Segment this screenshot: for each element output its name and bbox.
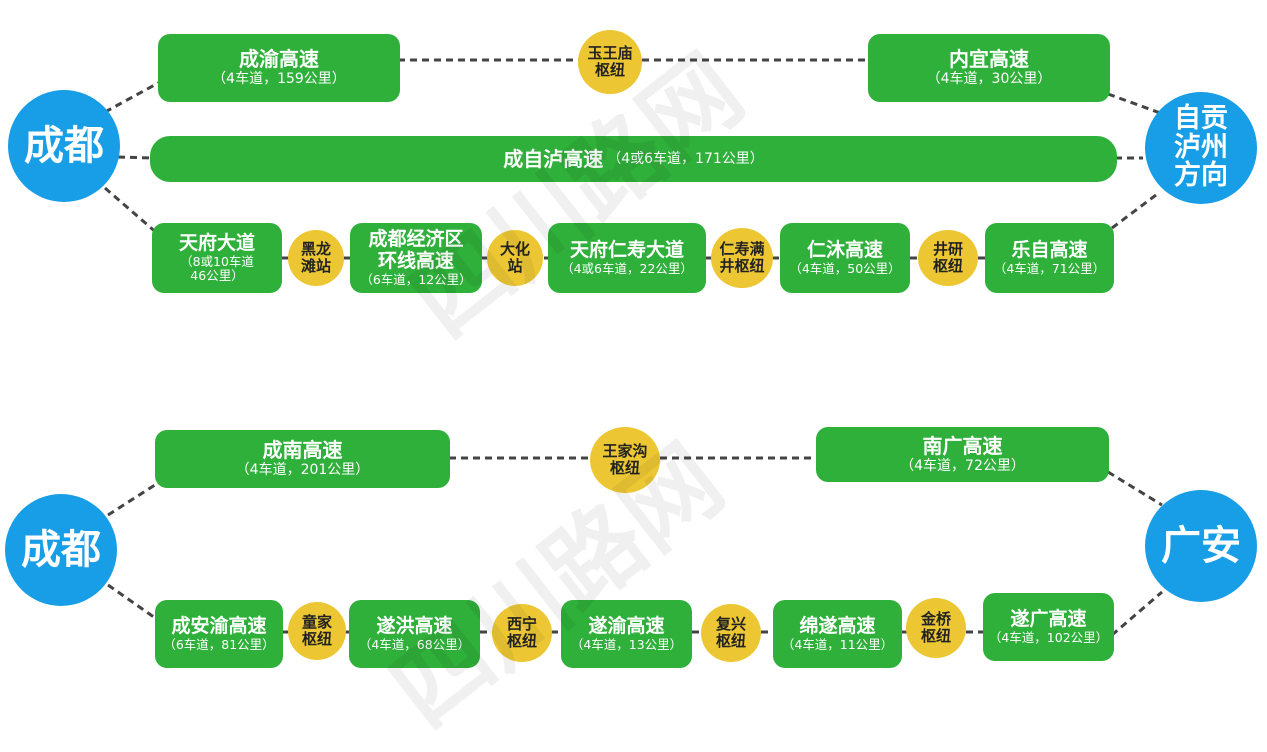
road-miansui: 绵遂高速 （4车道，11公里） bbox=[773, 600, 902, 668]
junction-tongjia: 童家 枢纽 bbox=[288, 602, 346, 660]
junction-label-line1: 西宁 bbox=[506, 614, 537, 633]
road-name: 成渝高速 bbox=[239, 47, 319, 72]
road-detail-line1: （8或10车道 bbox=[180, 253, 254, 269]
road-neiyi: 内宜高速 （4车道，30公里） bbox=[868, 34, 1110, 102]
road-detail: （4车道，30公里） bbox=[926, 71, 1052, 88]
junction-jingyan: 井研 枢纽 bbox=[918, 230, 978, 286]
road-name: 成安渝高速 bbox=[171, 614, 267, 637]
city-chengdu-1: 成都 bbox=[8, 90, 120, 202]
junction-label-line1: 井研 bbox=[932, 239, 963, 258]
road-detail-line2: 46公里） bbox=[190, 267, 244, 283]
road-name: 绵遂高速 bbox=[799, 614, 876, 637]
road-renmu: 仁沐高速 （4车道，50公里） bbox=[780, 223, 910, 293]
junction-label-line2: 枢纽 bbox=[920, 627, 951, 645]
junction-label-line1: 王家沟 bbox=[602, 441, 648, 460]
road-name: 遂洪高速 bbox=[376, 614, 453, 637]
junction-label-line2: 枢纽 bbox=[301, 630, 332, 648]
junction-label-line1: 大化 bbox=[499, 239, 530, 258]
junction-yuwangmiao: 玉王庙 枢纽 bbox=[578, 30, 642, 94]
junction-label-line2: 滩站 bbox=[300, 257, 331, 275]
road-nanguang: 南广高速 （4车道，72公里） bbox=[816, 427, 1109, 482]
road-name: 内宜高速 bbox=[949, 47, 1029, 72]
road-detail: （4或6车道，171公里） bbox=[607, 150, 764, 167]
junction-jinqiao: 金桥 枢纽 bbox=[906, 598, 966, 658]
junction-label-line2: 枢纽 bbox=[609, 459, 640, 477]
city-label: 成都 bbox=[21, 527, 101, 573]
road-chengzilu: 成自泸高速 （4或6车道，171公里） bbox=[150, 136, 1117, 182]
road-name-line1: 成都经济区 bbox=[368, 227, 464, 250]
road-name: 天府大道 bbox=[178, 231, 255, 254]
junction-label-line2: 井枢纽 bbox=[719, 257, 765, 275]
road-detail: （6车道，12公里） bbox=[360, 271, 472, 287]
road-name: 遂渝高速 bbox=[588, 614, 665, 637]
road-chengyu: 成渝高速 （4车道，159公里） bbox=[158, 34, 400, 102]
road-detail: （4或6车道，22公里） bbox=[561, 260, 693, 276]
road-detail: （4车道，68公里） bbox=[358, 636, 471, 652]
junction-label-line1: 复兴 bbox=[715, 614, 746, 633]
road-detail: （4车道，11公里） bbox=[781, 636, 894, 652]
road-detail: （4车道，13公里） bbox=[570, 636, 683, 652]
junction-heilongtan: 黑龙 滩站 bbox=[288, 230, 344, 286]
road-name: 遂广高速 bbox=[1010, 607, 1087, 630]
junction-label-line1: 金桥 bbox=[920, 609, 951, 628]
road-tianfu-avenue: 天府大道 （8或10车道 46公里） bbox=[152, 223, 282, 293]
junction-label-line1: 黑龙 bbox=[300, 239, 331, 258]
road-name: 乐自高速 bbox=[1011, 238, 1088, 261]
junction-fuxing: 复兴 枢纽 bbox=[701, 604, 761, 662]
junction-wangjiagou: 王家沟 枢纽 bbox=[590, 427, 660, 493]
road-suiguang: 遂广高速 （4车道，102公里） bbox=[983, 593, 1114, 661]
road-name: 成自泸高速 bbox=[503, 146, 604, 171]
city-label: 广安 bbox=[1161, 523, 1241, 569]
junction-dahua: 大化 站 bbox=[487, 230, 543, 286]
junction-renshou-manjing: 仁寿满 井枢纽 bbox=[711, 228, 773, 288]
city-guangan: 广安 bbox=[1145, 490, 1257, 602]
road-detail: （4车道，159公里） bbox=[212, 71, 346, 88]
city-zigong-luzhou: 自贡 泸州 方向 bbox=[1145, 92, 1257, 204]
road-chenganyu: 成安渝高速 （6车道，81公里） bbox=[155, 600, 283, 668]
junction-label-line2: 枢纽 bbox=[594, 61, 625, 79]
road-chengdu-ring: 成都经济区 环线高速 （6车道，12公里） bbox=[350, 223, 482, 293]
road-name: 成南高速 bbox=[262, 438, 343, 463]
city-label-line2: 泸州 bbox=[1174, 131, 1228, 163]
city-label-line1: 自贡 bbox=[1174, 103, 1228, 135]
junction-xining: 西宁 枢纽 bbox=[492, 604, 552, 662]
road-detail: （4车道，50公里） bbox=[789, 260, 901, 276]
junction-label-line2: 枢纽 bbox=[932, 257, 963, 275]
junction-label-line2: 枢纽 bbox=[715, 632, 746, 650]
city-label-line3: 方向 bbox=[1174, 160, 1228, 192]
junction-label-line1: 童家 bbox=[301, 612, 332, 631]
road-detail: （4车道，201公里） bbox=[235, 462, 370, 479]
road-name: 天府仁寿大道 bbox=[569, 238, 684, 261]
road-detail: （6车道，81公里） bbox=[163, 636, 275, 652]
road-chengnan: 成南高速 （4车道，201公里） bbox=[155, 430, 450, 488]
road-tianfu-renshou: 天府仁寿大道 （4或6车道，22公里） bbox=[548, 223, 706, 293]
road-suihong: 遂洪高速 （4车道，68公里） bbox=[349, 600, 480, 668]
road-suiyu: 遂渝高速 （4车道，13公里） bbox=[561, 600, 692, 668]
connector-lines bbox=[104, 58, 1164, 637]
junction-label-line2: 站 bbox=[507, 257, 523, 275]
road-detail: （4车道，71公里） bbox=[993, 260, 1106, 276]
road-detail: （4车道，72公里） bbox=[900, 457, 1025, 474]
road-detail: （4车道，102公里） bbox=[988, 629, 1109, 645]
road-lezi: 乐自高速 （4车道，71公里） bbox=[985, 223, 1114, 293]
city-label: 成都 bbox=[24, 123, 104, 169]
junction-label-line2: 枢纽 bbox=[506, 632, 537, 650]
road-name-line2: 环线高速 bbox=[377, 249, 454, 272]
road-name: 仁沐高速 bbox=[806, 238, 883, 261]
junction-label-line1: 玉王庙 bbox=[587, 43, 633, 62]
city-chengdu-2: 成都 bbox=[5, 494, 117, 606]
road-name: 南广高速 bbox=[922, 433, 1003, 458]
junction-label-line1: 仁寿满 bbox=[719, 239, 765, 258]
